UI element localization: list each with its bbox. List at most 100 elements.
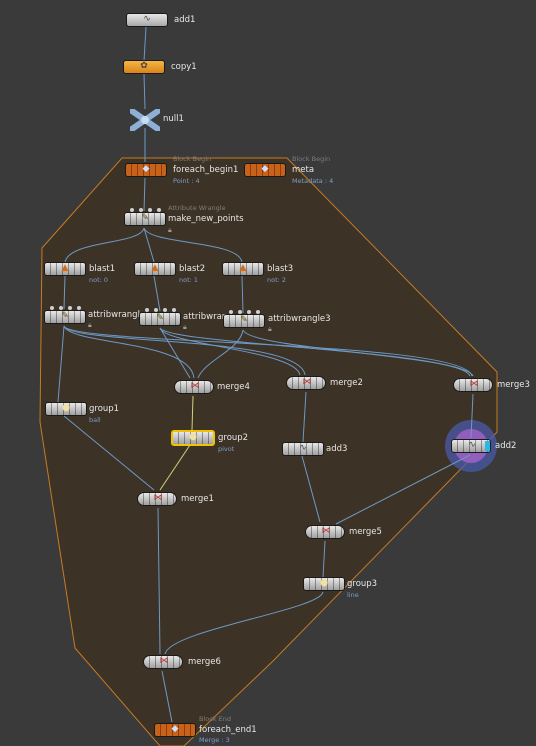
- blast-icon: ▲: [61, 263, 69, 273]
- display-flag[interactable]: [485, 441, 490, 451]
- node-blast2-body[interactable]: [134, 262, 176, 276]
- wire-foreach-make: [143, 177, 146, 212]
- node-copy1-body[interactable]: [123, 60, 165, 74]
- node-attribwrangle1-label: attribwrangle: [88, 310, 146, 320]
- null-x-icon: [130, 109, 160, 131]
- node-make-new-points-body[interactable]: [124, 212, 166, 226]
- node-attribwrangle2-body[interactable]: [139, 312, 181, 326]
- node-group1-body[interactable]: [45, 402, 87, 416]
- node-meta-info: Metadata : 4: [292, 177, 334, 185]
- wrangle-icon: ✎: [141, 213, 149, 223]
- wire-make-blast1: [64, 227, 145, 263]
- node-merge3-body[interactable]: [453, 378, 493, 392]
- node-attribwrangle2-label: attribwran: [183, 312, 228, 322]
- wire-merge2-add3: [302, 391, 307, 443]
- node-merge3-label: merge3: [497, 380, 530, 390]
- node-foreach-end1-type: Block End: [199, 715, 231, 723]
- wave-icon: ∿: [299, 443, 307, 453]
- wire-add1-copy1: [143, 26, 147, 62]
- node-foreach-begin1-info: Point : 4: [173, 177, 200, 185]
- wire-make-blast2: [143, 227, 155, 263]
- node-meta-body[interactable]: [244, 163, 286, 177]
- node-merge6-body[interactable]: [143, 655, 183, 669]
- node-add2-body[interactable]: [451, 439, 491, 453]
- node-meta-label: meta: [292, 165, 315, 175]
- wire-aw1-merge2: [63, 325, 306, 376]
- wave-icon: ∿: [468, 440, 476, 450]
- copy-stamp-icon: ✿: [140, 61, 148, 71]
- node-blast3-label: blast3: [267, 264, 294, 274]
- node-merge4-body[interactable]: [174, 380, 214, 394]
- node-make-new-points-label: make_new_points: [168, 214, 244, 224]
- node-attribwrangle3-label: attribwrangle3: [268, 314, 331, 324]
- node-attribwrangle1-body[interactable]: [44, 310, 86, 324]
- wrangle-icon: ✎: [61, 311, 69, 321]
- wire-aw2-merge4: [159, 327, 191, 379]
- node-merge5-body[interactable]: [305, 525, 345, 539]
- node-foreach-end1-info: Merge : 3: [199, 736, 230, 744]
- foreach-block-icon: ◆: [261, 164, 269, 174]
- node-blast1-body[interactable]: [44, 262, 86, 276]
- node-null1-label: null1: [163, 114, 184, 124]
- node-foreach-end1-label: foreach_end1: [199, 725, 257, 735]
- merge-icon: ⋈: [190, 381, 200, 391]
- wave-icon: ∿: [143, 14, 151, 24]
- foreach-block-icon: ◆: [142, 164, 150, 174]
- blast-icon: ▲: [151, 263, 159, 273]
- input-dots: [130, 208, 161, 212]
- wire-add2-merge5: [335, 454, 471, 525]
- node-add1-label: add1: [174, 15, 196, 25]
- wire-merge1-merge6: [157, 507, 161, 655]
- wrangle-icon: ✎: [240, 315, 248, 325]
- lock-icon: 🔒︎: [168, 226, 172, 234]
- node-foreach-end1-body[interactable]: [154, 723, 196, 737]
- node-add3-body[interactable]: [282, 442, 324, 456]
- node-blast1-info: not: 0: [89, 276, 109, 284]
- node-meta-type: Block Begin: [292, 155, 331, 163]
- wire-blast2-aw2: [153, 275, 161, 312]
- merge-icon: ⋈: [302, 377, 312, 387]
- node-group2-label: group2: [218, 433, 249, 443]
- node-merge1-body[interactable]: [137, 492, 177, 506]
- merge-icon: ⋈: [321, 526, 331, 536]
- wire-group1-merge1: [63, 415, 155, 491]
- wire-merge6-end: [161, 670, 173, 723]
- node-group2-body[interactable]: [171, 430, 215, 446]
- node-group3-label: group3: [347, 579, 378, 589]
- node-merge2-body[interactable]: [286, 376, 326, 390]
- node-group2-info: pivot: [218, 445, 235, 453]
- foreach-block-region: [39, 157, 498, 746]
- node-make-new-points-type: Attribute Wrangle: [168, 204, 226, 212]
- foreach-block-icon: ◆: [171, 724, 179, 734]
- node-blast3-body[interactable]: [222, 262, 264, 276]
- node-foreach-begin1-type: Block Begin: [173, 155, 212, 163]
- blast-icon: ▲: [239, 263, 247, 273]
- node-merge6-label: merge6: [188, 657, 221, 667]
- node-add2-label: add2: [495, 441, 517, 451]
- wire-merge3-add2: [470, 393, 474, 439]
- wire-aw3-merge4: [197, 329, 244, 379]
- input-dots: [229, 310, 260, 314]
- node-group3-body[interactable]: [303, 577, 345, 591]
- node-add1-body[interactable]: [126, 13, 168, 27]
- wire-add3-merge5: [301, 455, 321, 523]
- node-blast1-label: blast1: [89, 264, 116, 274]
- node-merge2-label: merge2: [330, 378, 363, 388]
- node-merge4-label: merge4: [217, 382, 250, 392]
- group-icon: ●: [62, 403, 70, 413]
- node-add3-label: add3: [326, 444, 348, 454]
- node-blast3-info: not: 2: [267, 276, 287, 284]
- wire-group3-merge6: [164, 591, 324, 655]
- wire-blast3-aw3: [241, 275, 244, 314]
- node-merge1-label: merge1: [181, 494, 214, 504]
- wire-merge5-group3: [322, 540, 326, 578]
- node-attribwrangle3-body[interactable]: [223, 314, 265, 328]
- node-foreach-begin1-body[interactable]: [125, 163, 167, 177]
- node-merge5-label: merge5: [349, 527, 382, 537]
- wire-make-blast3: [143, 227, 243, 263]
- merge-icon: ⋈: [153, 493, 163, 503]
- node-foreach-begin1-label: foreach_begin1: [173, 165, 239, 175]
- wire-merge4-group2: [191, 395, 194, 431]
